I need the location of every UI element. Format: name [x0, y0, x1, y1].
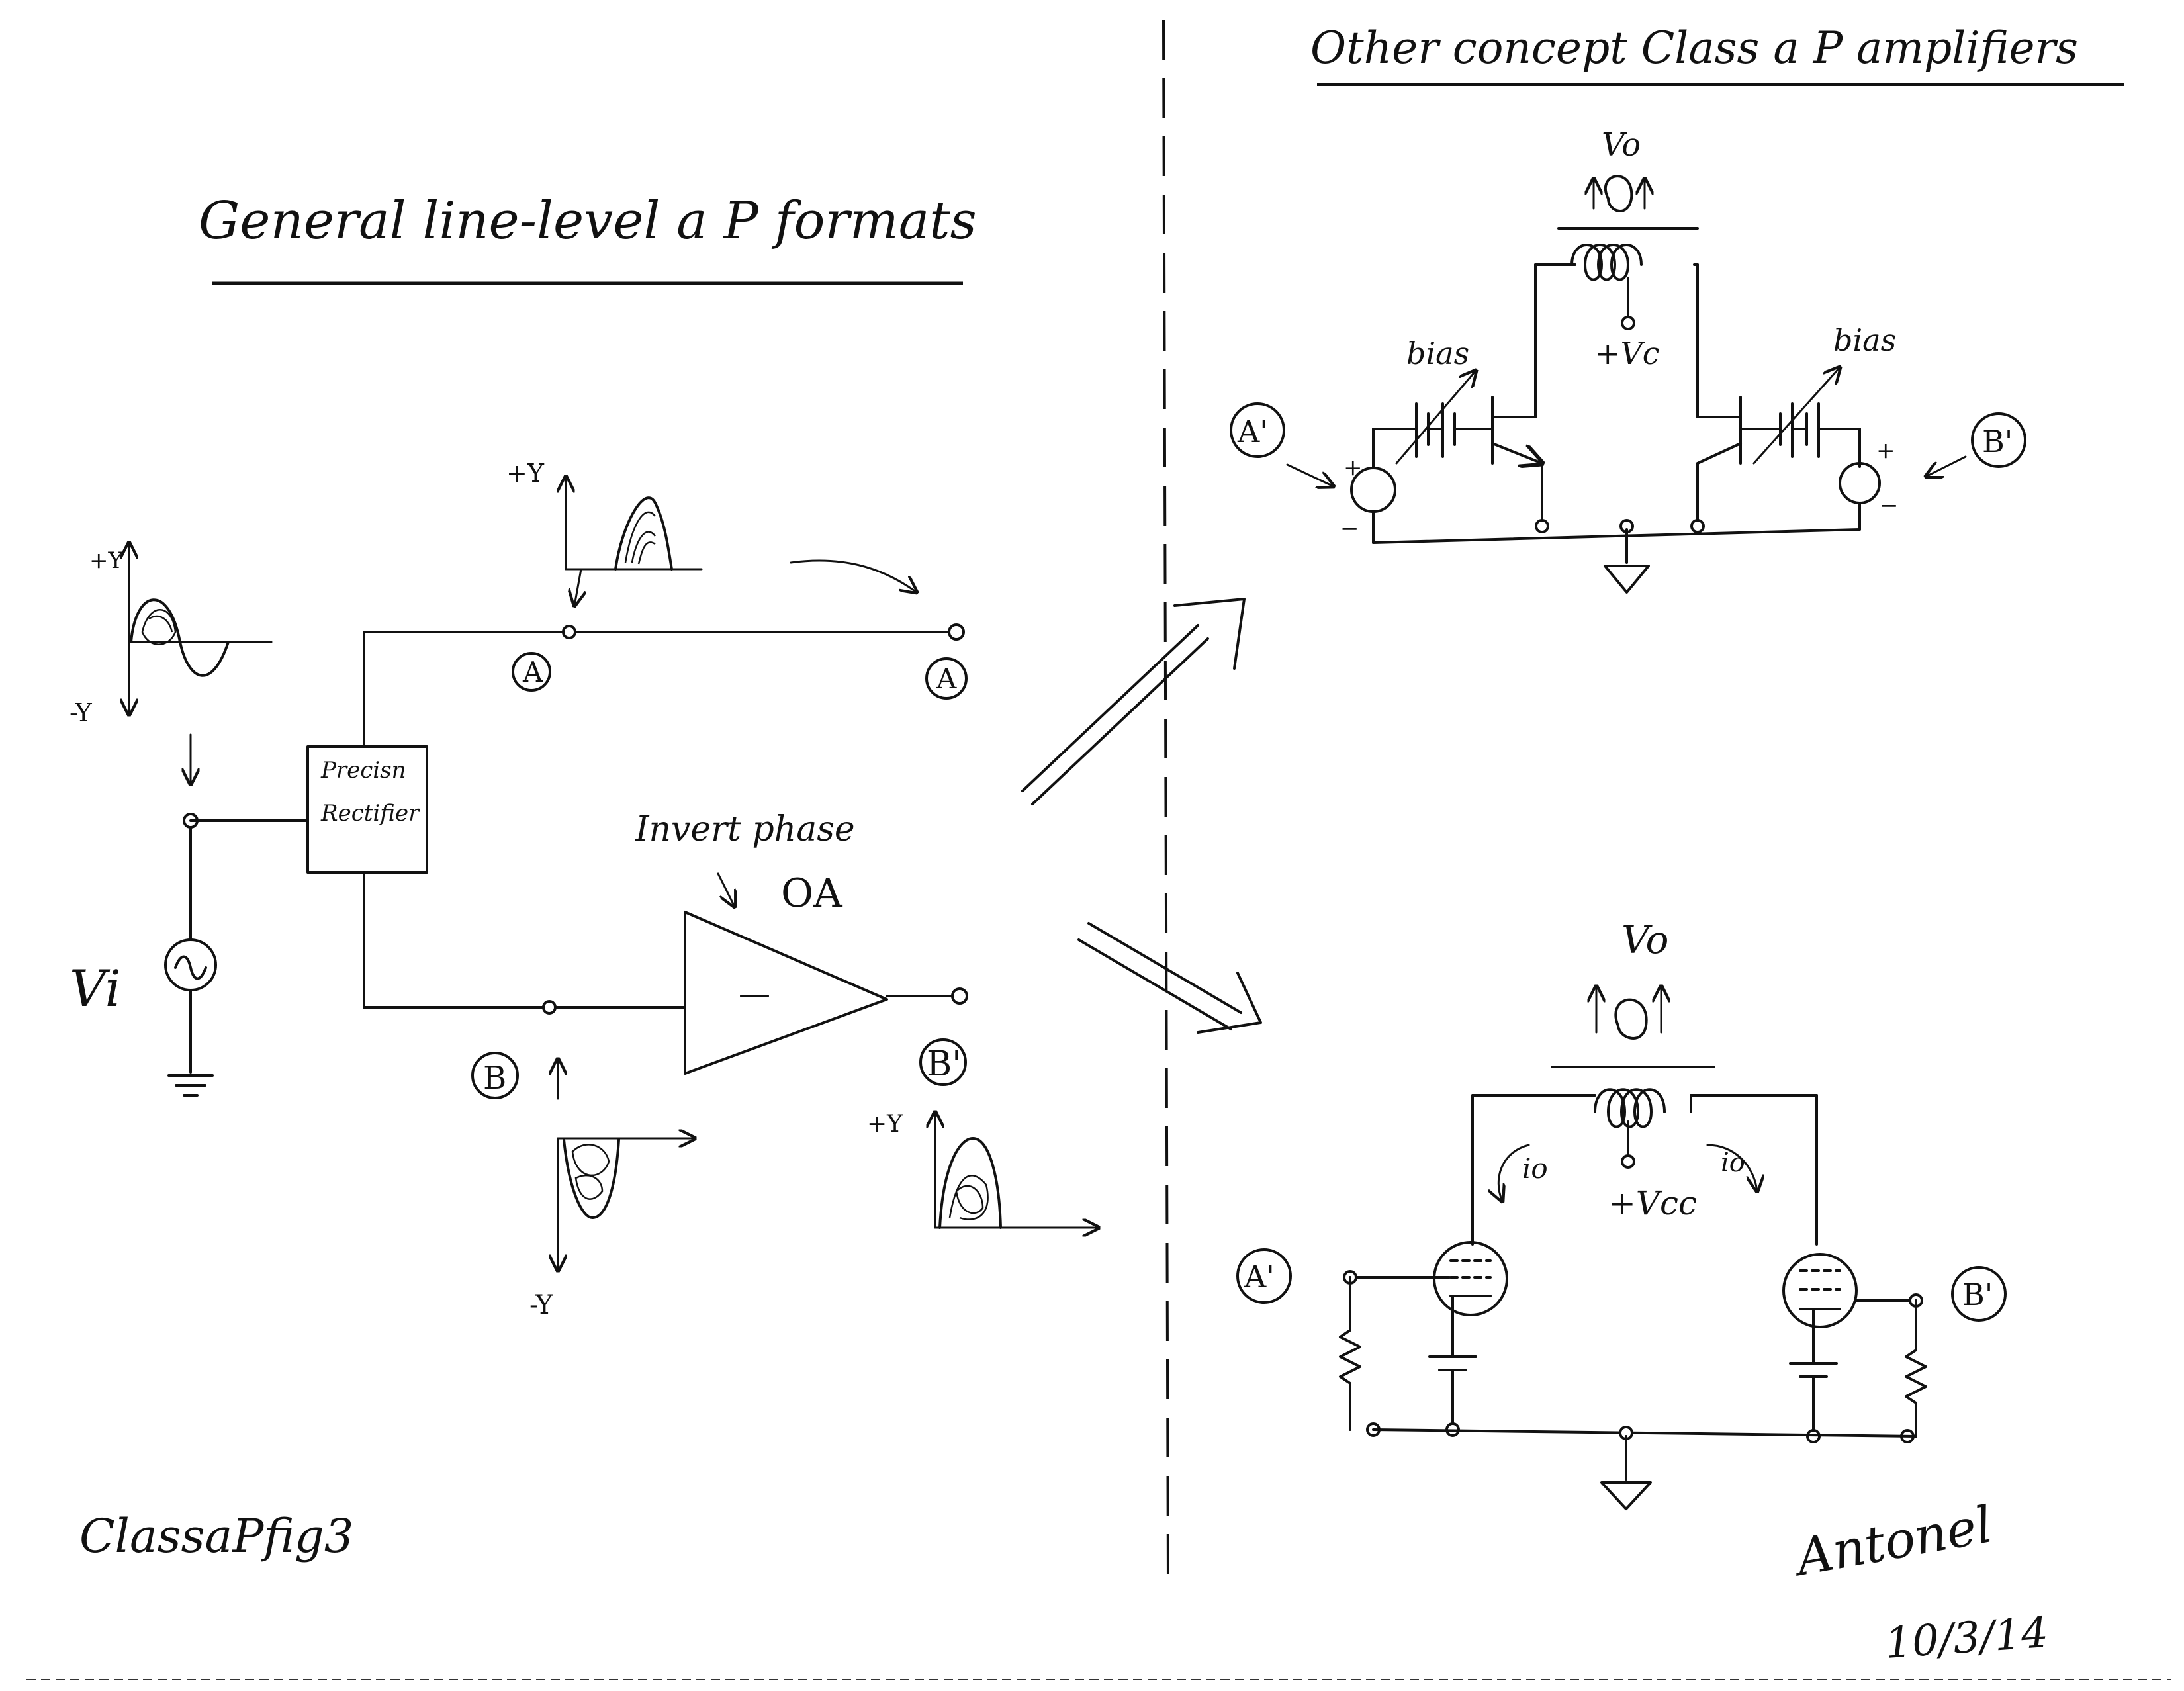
rail-b-plus-y: +Y [867, 1111, 903, 1138]
bias-left-label: bias [1406, 336, 1469, 371]
figure-name: ClassaPfig3 [79, 1509, 353, 1563]
top-node-b-label: B' [1982, 424, 2013, 459]
top-supply-label: +Vc [1595, 336, 1660, 371]
signal-source: Vi [69, 813, 309, 1097]
input-plus-y: +Y [89, 547, 123, 574]
rail-a: +Y A A [363, 459, 968, 748]
bottom-circuit: Vo +Vcc io io [1236, 917, 2007, 1510]
top-right-minus: − [1880, 492, 1899, 519]
right-title: Other concept Class a P amplifiers [1310, 23, 2078, 73]
invert-label: Invert phase [635, 809, 855, 849]
top-node-a-label: A' [1237, 414, 1268, 449]
rail-a-plus-y: +Y [506, 459, 545, 488]
left-title: General line-level a P formats [199, 191, 977, 251]
node-b-prime-label: B' [927, 1044, 962, 1084]
input-minus-y: -Y [69, 698, 93, 727]
transition-arrows [1021, 598, 1262, 1034]
node-a-label: A [522, 656, 543, 688]
top-output-label: Vo [1602, 126, 1641, 163]
current-left-label: io [1522, 1152, 1548, 1185]
date: 10/3/14 [1884, 1608, 2050, 1668]
precision-rectifier: Precisn Rectifier [306, 745, 428, 874]
signature: Antonel [1788, 1494, 1997, 1587]
node-a-prime-label: A [936, 663, 957, 695]
source-label: Vi [69, 959, 121, 1018]
rectifier-line2: Rectifier [320, 800, 420, 827]
rail-b-minus-y: -Y [529, 1290, 553, 1320]
top-left-plus: + [1343, 455, 1363, 481]
rectifier-line1: Precisn [320, 757, 406, 784]
rail-b: Invert phase OA B B' -Y +Y [363, 809, 1099, 1320]
bottom-supply-label: +Vcc [1608, 1184, 1697, 1222]
node-b-label: B [483, 1060, 506, 1097]
opamp-label: OA [781, 870, 842, 917]
dashed-divider [1162, 19, 1169, 1582]
top-left-minus: − [1340, 516, 1359, 542]
bias-right-label: bias [1833, 322, 1896, 358]
bottom-node-b-label: B' [1962, 1277, 1993, 1312]
bottom-output-label: Vo [1621, 917, 1668, 962]
current-right-label: io [1721, 1148, 1745, 1178]
top-right-plus: + [1876, 437, 1895, 464]
top-circuit: Vo +Vc bias [1230, 126, 2026, 594]
bottom-node-a-label: A' [1244, 1259, 1275, 1295]
input-waveform: +Y -Y [69, 543, 273, 784]
